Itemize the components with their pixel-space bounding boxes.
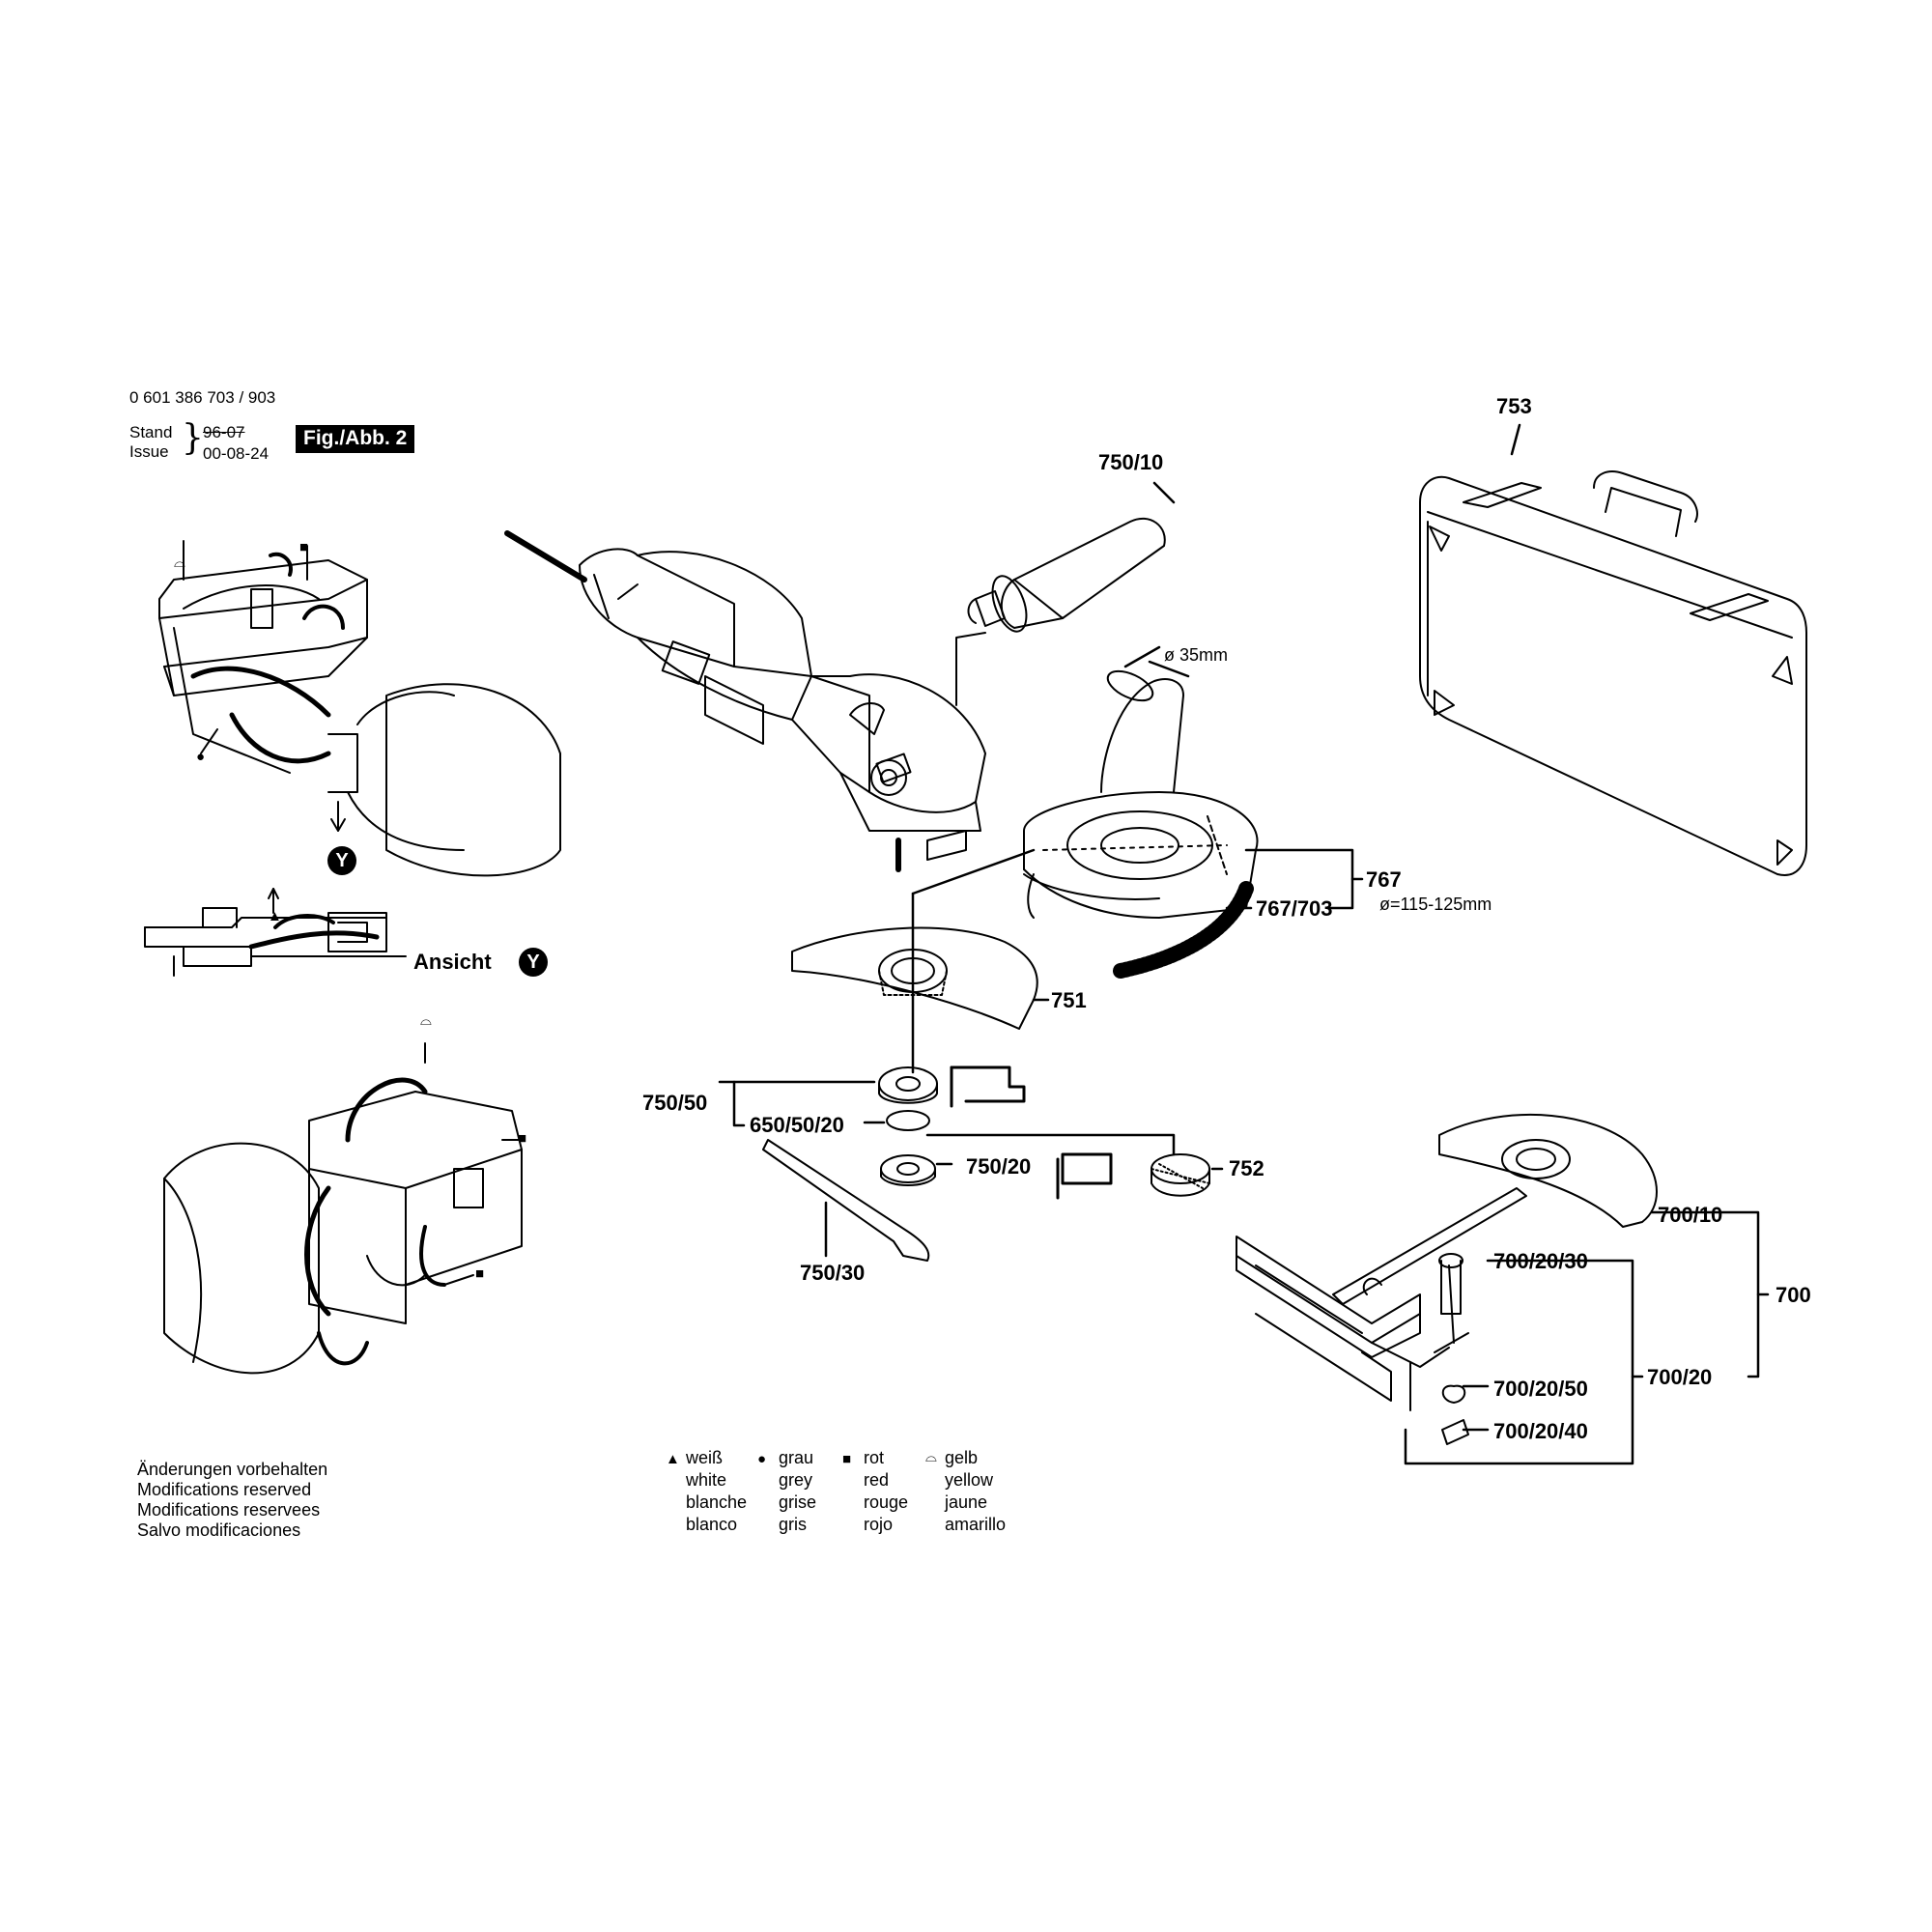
callout-750-10: 750/10 <box>1098 450 1164 474</box>
legend-text: red <box>864 1470 890 1490</box>
figure-badge: Fig./Abb. 2 <box>296 425 415 453</box>
modifications-line: Modifications reserved <box>137 1480 312 1499</box>
callout-752: 752 <box>1229 1156 1264 1180</box>
issue-label: Issue <box>129 442 169 461</box>
red-marker-icon: ■ <box>299 539 309 555</box>
angle-grinder-illustration <box>507 533 985 869</box>
legend-text: gris <box>779 1515 808 1534</box>
callout-750-20: 750/20 <box>966 1154 1032 1179</box>
callout-650-50-20: 650/50/20 <box>750 1113 844 1137</box>
grey-marker-icon: ● <box>196 749 206 765</box>
protection-guard-illustration <box>792 928 1037 1029</box>
modifications-line: Änderungen vorbehalten <box>137 1460 328 1479</box>
legend-red: rot red rouge rojo <box>864 1447 908 1536</box>
yellow-marker-icon: ⌓ <box>174 554 185 571</box>
callout-767-703: 767/703 <box>1256 896 1333 921</box>
legend-grey-icon: ● <box>757 1451 767 1467</box>
legend-text: grey <box>779 1470 813 1490</box>
wiring-detail-bottom-illustration <box>164 1043 522 1373</box>
wiring-detail-top-illustration <box>159 541 560 875</box>
legend-red-icon: ■ <box>842 1451 852 1467</box>
side-handle-illustration <box>956 519 1165 705</box>
modifications-note: Änderungen vorbehalten Modifications res… <box>137 1460 327 1541</box>
legend-yellow-icon: ⌓ <box>925 1449 937 1465</box>
callout-700: 700 <box>1776 1283 1811 1307</box>
view-y-marker: Y <box>519 948 548 977</box>
callout-751: 751 <box>1051 988 1087 1012</box>
pin-wrench-illustration <box>763 1140 928 1261</box>
ansicht-y-detail-illustration <box>145 889 406 976</box>
callout-767: 767 <box>1366 867 1402 892</box>
cutting-guide-illustration <box>1236 1115 1657 1444</box>
extraction-guard-illustration <box>1024 666 1258 971</box>
flange-and-nuts-illustration <box>879 1067 1209 1198</box>
issue-date: 00-08-24 <box>203 444 270 463</box>
stand-label: Stand <box>129 423 173 441</box>
legend-grey: grau grey grise gris <box>779 1447 816 1536</box>
yellow-marker-icon-2: ⌓ <box>420 1012 432 1029</box>
callout-750-50: 750/50 <box>642 1091 708 1115</box>
legend-white-icon: ▲ <box>666 1451 680 1467</box>
legend-yellow: gelb yellow jaune amarillo <box>945 1447 1006 1536</box>
legend-text: blanco <box>686 1515 738 1534</box>
part-number: 0 601 386 703 / 903 <box>129 388 276 407</box>
callout-700-20-30: 700/20/30 <box>1493 1249 1588 1273</box>
legend-text: gelb <box>945 1448 979 1467</box>
white-marker-icon: ▲ <box>268 908 282 924</box>
modifications-line: Salvo modificaciones <box>137 1520 301 1540</box>
view-y-marker-top: Y <box>327 846 356 875</box>
legend-text: grise <box>779 1492 817 1512</box>
dimension-35mm: ø 35mm <box>1164 645 1229 665</box>
legend-text: rouge <box>864 1492 909 1512</box>
red-marker-icon-3: ■ <box>475 1265 485 1282</box>
legend-text: weiß <box>686 1448 724 1467</box>
legend-text: amarillo <box>945 1515 1007 1534</box>
view-label: Ansicht <box>413 950 492 974</box>
brace-symbol: } <box>182 418 204 458</box>
legend-text: yellow <box>945 1470 994 1490</box>
legend-text: rot <box>864 1448 885 1467</box>
callout-753: 753 <box>1496 394 1532 418</box>
legend-text: rojo <box>864 1515 894 1534</box>
legend-text: white <box>686 1470 727 1490</box>
callout-700-10: 700/10 <box>1658 1203 1723 1227</box>
legend-text: blanche <box>686 1492 748 1512</box>
legend-text: grau <box>779 1448 814 1467</box>
callout-700-20-50: 700/20/50 <box>1493 1377 1588 1401</box>
dimension-115-125mm: ø=115-125mm <box>1379 895 1492 914</box>
modifications-line: Modifications reservees <box>137 1500 321 1520</box>
callout-700-20: 700/20 <box>1647 1365 1713 1389</box>
red-marker-icon-2: ■ <box>518 1130 527 1147</box>
callout-700-20-40: 700/20/40 <box>1493 1419 1588 1443</box>
old-date: 96-07 <box>203 423 245 441</box>
legend-text: jaune <box>945 1492 988 1512</box>
carrying-case-illustration <box>1420 471 1806 875</box>
legend-white: weiß white blanche blanco <box>686 1447 747 1536</box>
callout-leader-lines <box>720 425 1768 1463</box>
callout-750-30: 750/30 <box>800 1261 866 1285</box>
